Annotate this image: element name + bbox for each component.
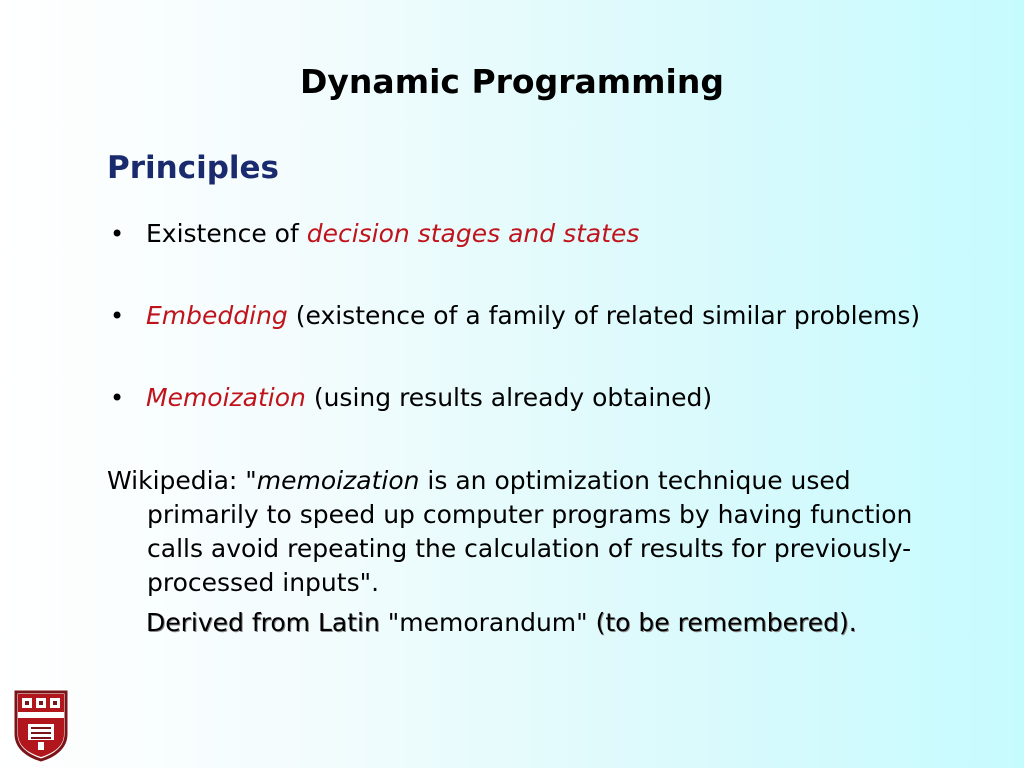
etymology-part-3: (to be remembered).: [587, 608, 857, 637]
quote-line-1-rest: is an optimization technique used: [419, 466, 851, 495]
quote-line-2: primarily to speed up computer programs …: [147, 500, 913, 529]
bullet-text: (using results already obtained): [305, 383, 713, 412]
quote-line-3: calls avoid repeating the calculation of…: [147, 534, 912, 563]
bullet-dot-icon: •: [110, 384, 125, 412]
bullet-dot-icon: •: [110, 302, 125, 330]
bullet-item-decision-stages: • Existence of decision stages and states: [110, 218, 639, 250]
etymology-part-2: "memorandum": [387, 608, 588, 637]
quote-prefix: Wikipedia: ": [107, 466, 257, 495]
university-crest-icon: [14, 690, 68, 762]
bullet-emphasis: Embedding: [146, 301, 288, 330]
quote-line-1: Wikipedia: "memoization is an optimizati…: [107, 464, 927, 498]
bullet-dot-icon: •: [110, 220, 125, 248]
etymology-part-1: Derived from Latin: [146, 608, 388, 637]
bullet-item-memoization: • Memoization (using results already obta…: [110, 382, 712, 414]
etymology-note: Derived from Latin "memorandum" (to be r…: [146, 606, 857, 640]
bullet-text: Existence of: [146, 219, 307, 248]
bullet-emphasis: Memoization: [146, 383, 306, 412]
slide-subtitle: Principles: [107, 150, 279, 186]
bullet-item-embedding: • Embedding (existence of a family of rel…: [110, 300, 920, 332]
bullet-text: (existence of a family of related simila…: [287, 301, 921, 330]
wikipedia-quote: Wikipedia: "memoization is an optimizati…: [107, 464, 927, 600]
quote-line-4: processed inputs".: [147, 568, 380, 597]
quote-term: memoization: [256, 466, 420, 495]
slide-title: Dynamic Programming: [300, 62, 724, 101]
bullet-emphasis: decision stages and states: [306, 219, 640, 248]
